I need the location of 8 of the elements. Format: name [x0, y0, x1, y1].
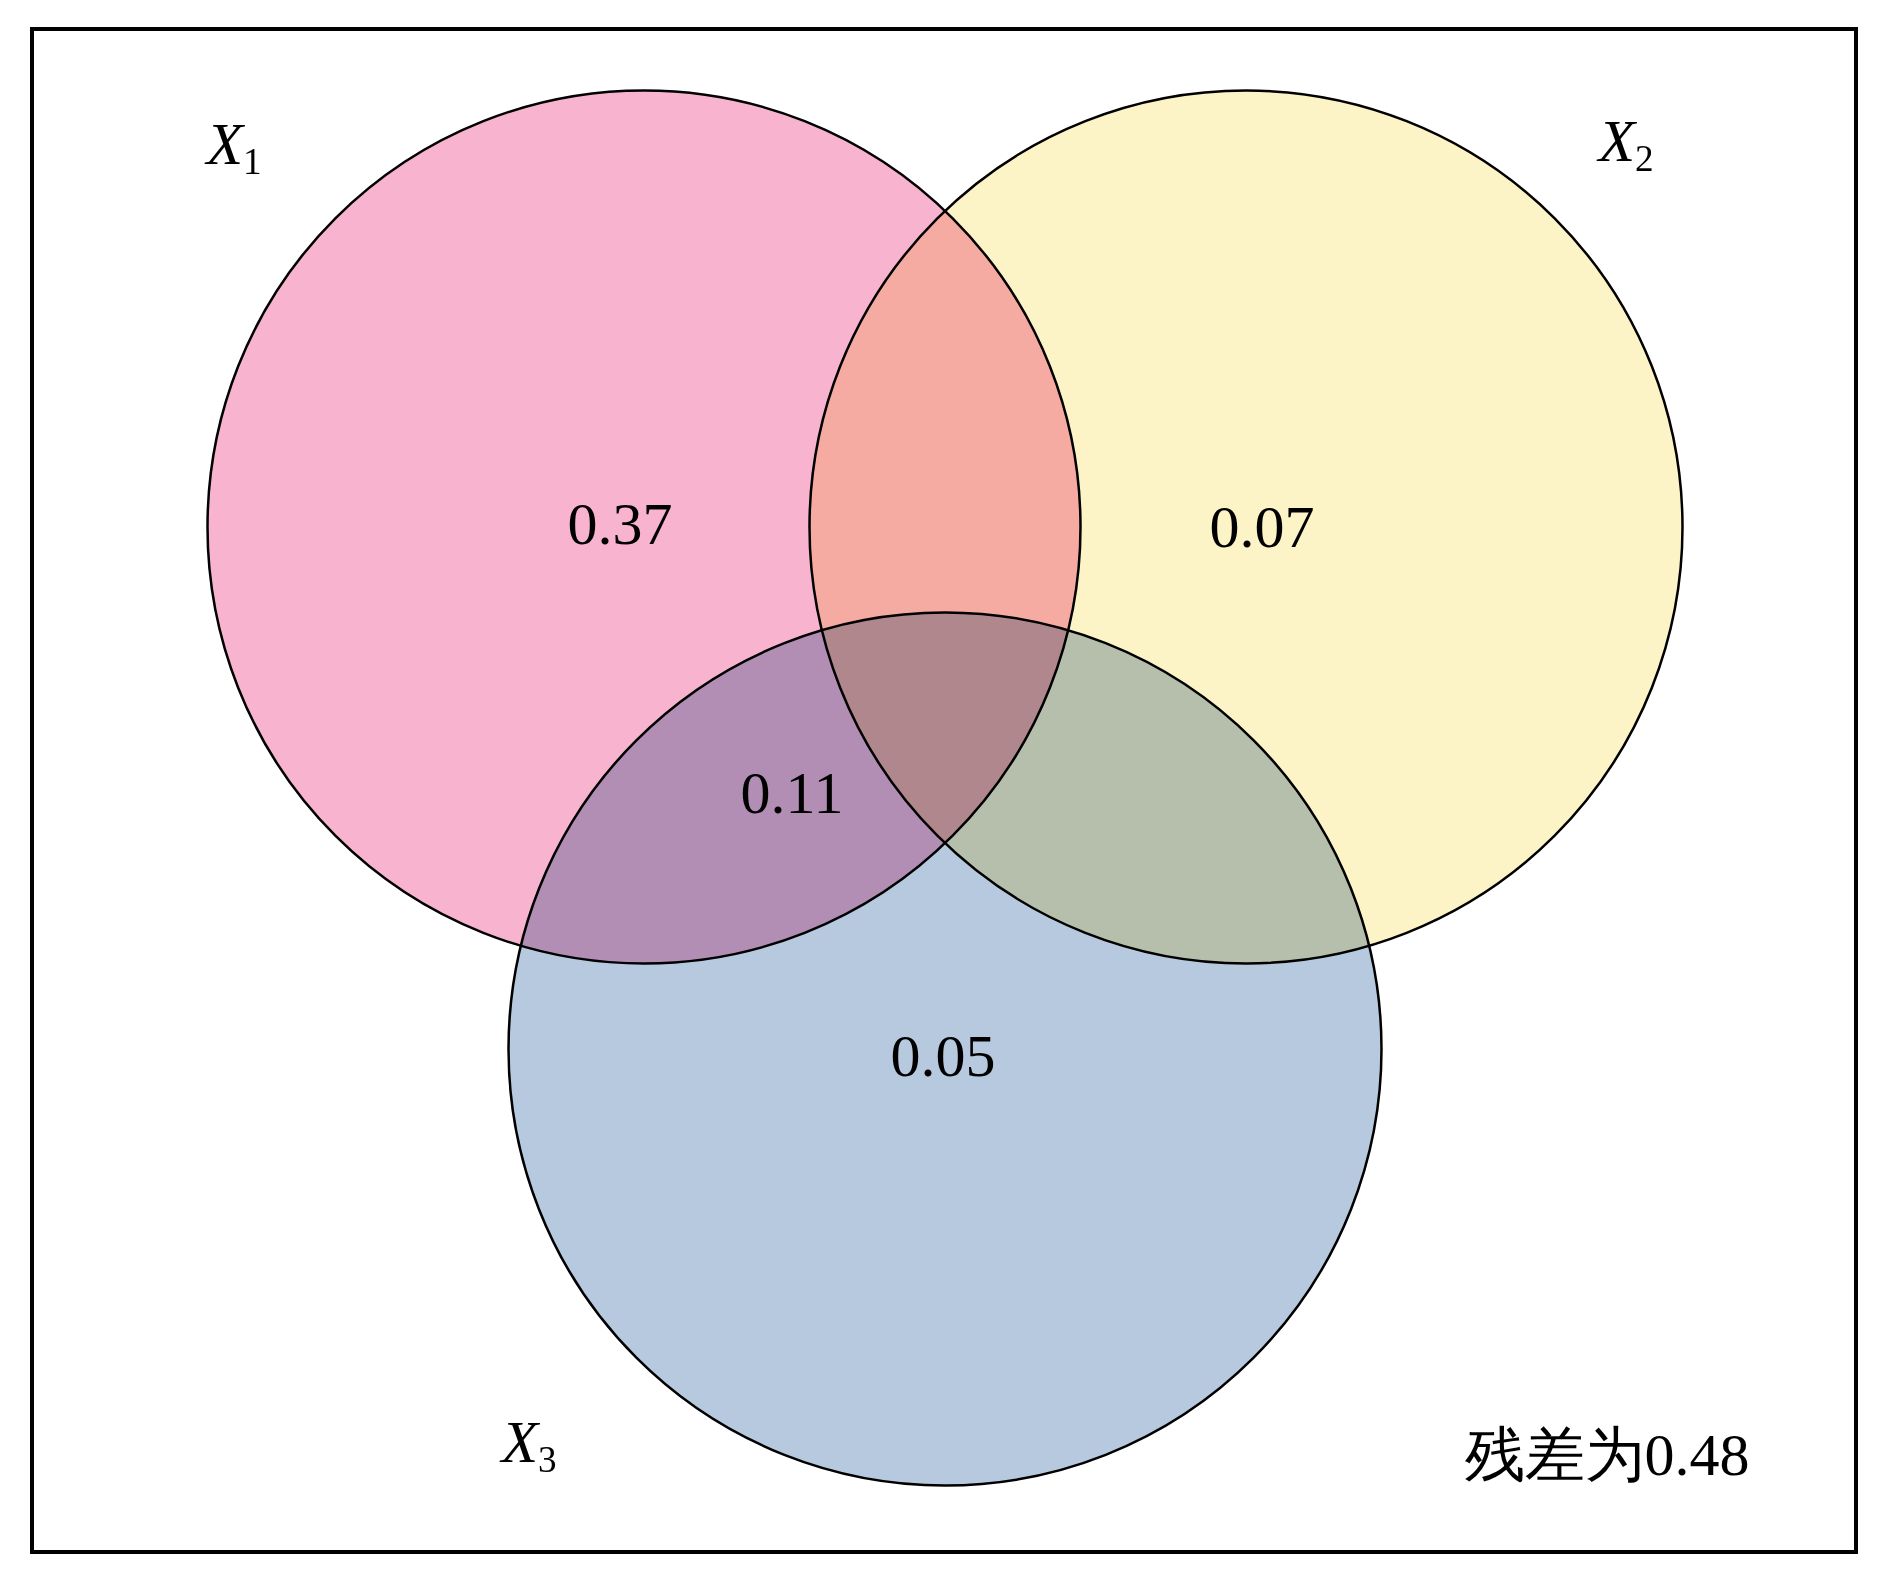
value-label: 0.07 — [1209, 497, 1315, 557]
set-label: X$_{2}$ — [1598, 111, 1654, 177]
value-label: 0.11 — [740, 763, 844, 823]
set-label: X$_{1}$ — [206, 114, 262, 180]
value-label: 0.05 — [890, 1026, 996, 1086]
value-label: 0.37 — [567, 494, 673, 554]
residual-note: 残差为0.48 — [1464, 1425, 1750, 1485]
set-label: X$_{3}$ — [501, 1412, 557, 1478]
